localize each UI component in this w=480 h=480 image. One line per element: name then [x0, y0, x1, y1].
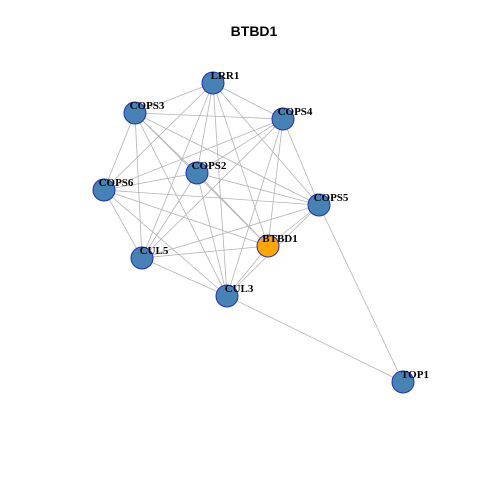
node-label: TOP1 [401, 369, 429, 381]
edge-cops3-cul5 [134, 112, 143, 259]
edge-cops6-btbd1 [103, 189, 269, 247]
node-label: LRR1 [211, 70, 240, 82]
node-circle [185, 161, 209, 185]
node-cul5: CUL5 [130, 245, 169, 270]
node-btbd1: BTBD1 [256, 233, 298, 258]
node-label: COPS4 [278, 106, 313, 118]
node-cops3: COPS3 [123, 100, 165, 125]
edge-cul5-cul3 [141, 257, 228, 297]
edge-lrr1-cul3 [212, 82, 228, 297]
edge-cops6-cops5 [103, 189, 320, 206]
edge-cops2-cops6 [103, 172, 198, 191]
node-circle [130, 246, 154, 270]
edge-cops4-cops6 [103, 118, 284, 191]
diagram-title: BTBD1 [231, 23, 278, 39]
edge-cops5-cul5 [141, 204, 320, 259]
node-label: CUL5 [140, 245, 169, 257]
node-cul3: CUL3 [215, 283, 254, 308]
node-circle [307, 193, 331, 217]
edge-cops6-cul5 [103, 189, 143, 259]
edge-cops4-cul3 [226, 118, 284, 297]
node-circle [256, 234, 280, 258]
edge-cops3-cops4 [134, 112, 284, 120]
edge-cops4-cops5 [282, 118, 320, 206]
node-label: COPS2 [192, 160, 227, 172]
edge-cops2-cul3 [196, 172, 228, 297]
edge-cops2-cul5 [141, 172, 198, 259]
node-circle [201, 71, 225, 95]
edge-cul3-top1 [226, 295, 404, 383]
node-cops5: COPS5 [307, 192, 349, 217]
edge-lrr1-cul5 [141, 82, 214, 259]
edge-cops3-cul3 [134, 112, 228, 297]
node-circle [391, 370, 415, 394]
edge-lrr1-btbd1 [212, 82, 269, 247]
node-label: CUL3 [225, 283, 254, 295]
edge-btbd1-cul5 [141, 245, 269, 259]
node-cops6: COPS6 [92, 177, 134, 202]
edge-cops6-cul3 [103, 189, 228, 297]
edge-cops2-cops5 [196, 172, 320, 206]
edge-layer [103, 82, 404, 383]
edge-lrr1-cops2 [196, 82, 214, 174]
edge-cops5-top1 [318, 204, 404, 383]
node-top1: TOP1 [391, 369, 429, 394]
edge-cops4-btbd1 [267, 118, 284, 247]
edge-cops4-cops2 [196, 118, 284, 174]
node-label: COPS3 [130, 100, 165, 112]
node-circle [123, 101, 147, 125]
node-cops2: COPS2 [185, 160, 227, 185]
edge-cops3-cops6 [103, 112, 136, 191]
node-circle [215, 284, 239, 308]
node-label: COPS5 [314, 192, 349, 204]
node-cops4: COPS4 [271, 106, 313, 131]
node-lrr1: LRR1 [201, 70, 240, 95]
node-label: COPS6 [99, 177, 134, 189]
edge-cops2-btbd1 [196, 172, 269, 247]
edge-lrr1-cops3 [134, 82, 214, 114]
edge-cops3-cops5 [134, 112, 320, 206]
node-circle [92, 178, 116, 202]
node-circle [271, 107, 295, 131]
edge-lrr1-cops5 [212, 82, 320, 206]
edge-lrr1-cops4 [212, 82, 284, 120]
node-label: BTBD1 [262, 233, 297, 245]
